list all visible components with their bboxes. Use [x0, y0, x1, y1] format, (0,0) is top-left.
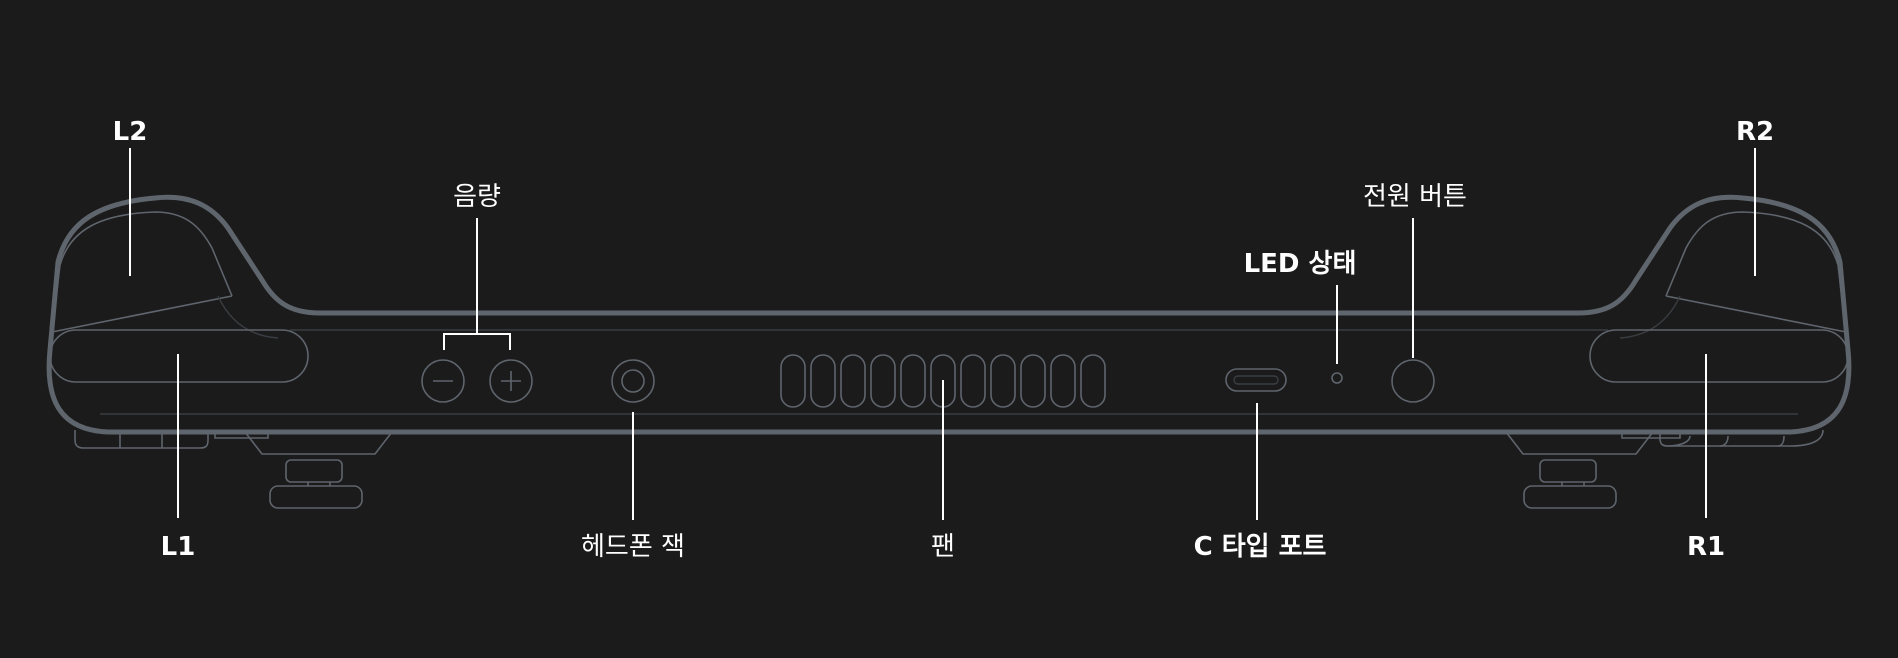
power-button-shape [1391, 359, 1435, 403]
fan-vent [780, 354, 1106, 408]
r1-bumper-shape [1589, 329, 1849, 383]
headphone-jack-shape [611, 359, 655, 403]
l2-trigger-shape [51, 211, 233, 333]
label-r1: R1 [1687, 532, 1725, 562]
r2-trigger-shape [1665, 211, 1847, 333]
callout-leaders [129, 148, 1756, 520]
label-l1: L1 [161, 532, 196, 562]
left-underside [74, 430, 393, 509]
volume-down-button [421, 359, 465, 403]
usb-c-port-shape [1225, 368, 1287, 392]
right-underside [1505, 429, 1824, 509]
led-indicator-shape [1331, 372, 1343, 384]
volume-leader [443, 218, 511, 350]
label-volume: 음량 [453, 182, 501, 212]
volume-up-button [489, 359, 533, 403]
label-power-button: 전원 버튼 [1363, 182, 1467, 212]
label-fan: 팬 [931, 532, 955, 562]
label-headphone-jack: 헤드폰 잭 [581, 532, 685, 562]
label-l2: L2 [113, 117, 148, 147]
label-usb-c-port: C 타입 포트 [1194, 532, 1327, 562]
callout-labels: L2 R2 음량 전원 버튼 LED 상태 L1 헤드폰 잭 팬 C 타입 포트… [113, 117, 1774, 562]
label-led-status: LED 상태 [1244, 249, 1357, 279]
device-body [46, 194, 1852, 509]
device-outline [46, 194, 1852, 435]
label-r2: R2 [1736, 117, 1774, 147]
